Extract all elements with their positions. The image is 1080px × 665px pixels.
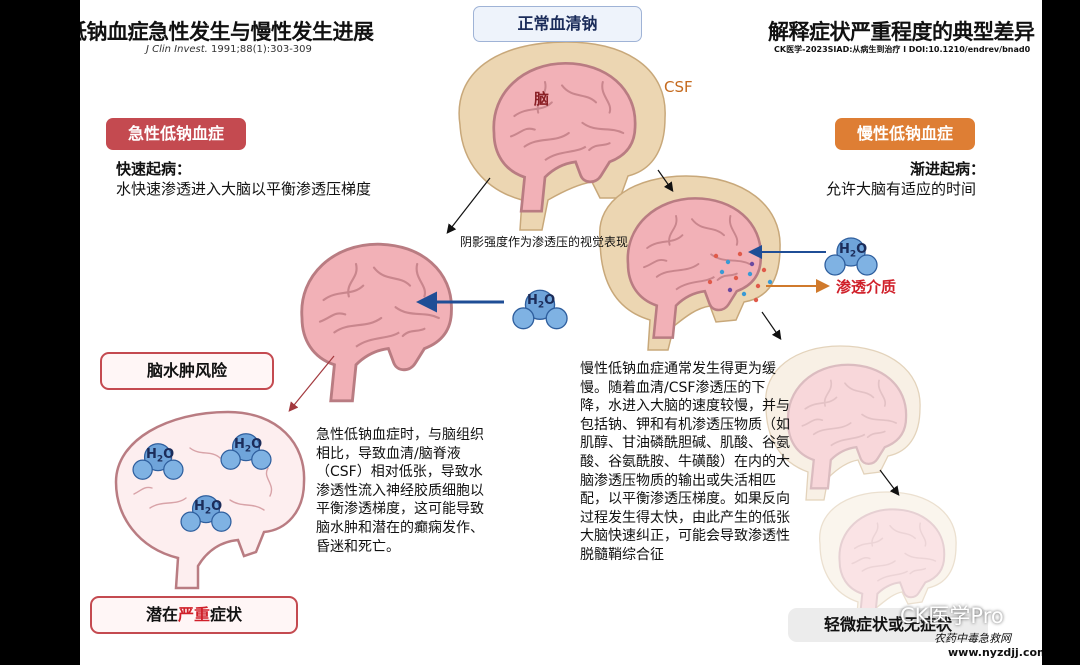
arrow-to-recovered	[879, 469, 900, 496]
h2o-label-edema-3: H2O	[194, 499, 223, 517]
arrow-to-adapted	[761, 311, 782, 340]
h2o-label-edema-1: H2O	[146, 447, 175, 465]
acute-brain	[300, 242, 454, 403]
recovered-brain	[819, 491, 957, 627]
acute-explanation: 急性低钠血症时，与脑组织相比，导致血清/脑脊液（CSF）相对低张，导致水渗透性流…	[316, 427, 484, 555]
title-left: 低钠血症急性发生与慢性发生进展	[80, 20, 374, 44]
normal-brain	[458, 41, 666, 231]
reference-right: CK医学-2023SIAD:从病生到治疗 l DOI:10.1210/endre…	[774, 45, 1031, 54]
h2o-label-acute: H2O	[527, 293, 556, 311]
edema-risk-box: 脑水肿风险	[100, 352, 274, 390]
slide: H2O H2O H2O H2O H2O 低钠血症急性发生与慢性发生进展 J Cl…	[80, 0, 1042, 665]
chronic-explanation: 慢性低钠血症通常发生得更为缓慢。随着血清/CSF渗透压的下降，水进入大脑的速度较…	[580, 361, 790, 563]
chronic-hyponatremia-box: 慢性低钠血症	[835, 118, 975, 150]
h2o-label-edema-2: H2O	[234, 437, 263, 455]
diagram-graphics	[114, 41, 957, 627]
watermark-site-cn: 农药中毒急救网	[934, 632, 1011, 645]
arrow-to-acute	[446, 177, 491, 234]
shading-caption: 阴影强度作为渗透压的视觉表现	[460, 235, 629, 249]
arrow-to-edema	[288, 355, 335, 412]
reference-left: J Clin Invest. 1991;88(1):303-309	[146, 44, 312, 55]
acute-onset-heading: 快速起病：	[116, 160, 192, 178]
acute-onset-text: 水快速渗透进入大脑以平衡渗透压梯度	[116, 180, 372, 198]
severe-symptoms-box: 潜在严重症状	[90, 596, 298, 634]
mild-symptoms-box: 轻微症状或无症状	[788, 608, 988, 642]
watermark-brand: CK医学Pro	[900, 604, 1004, 628]
chronic-onset-heading: 渐进起病：	[910, 160, 986, 178]
watermark-site-url: www.nyzdjj.com	[948, 646, 1042, 659]
csf-label: CSF	[664, 78, 693, 96]
acute-hyponatremia-box: 急性低钠血症	[106, 118, 246, 150]
adapted-brain	[765, 345, 921, 501]
title-right: 解释症状严重程度的典型差异	[768, 20, 1035, 44]
osmolyte-label: 渗透介质	[836, 278, 897, 296]
normal-sodium-box: 正常血清钠	[473, 6, 642, 42]
brain-label: 脑	[534, 90, 550, 108]
chronic-onset-text: 允许大脑有适应的时间	[826, 180, 977, 198]
h2o-label-chronic: H2O	[839, 242, 868, 260]
chronic-brain	[599, 175, 781, 351]
arrow-to-chronic	[657, 169, 674, 192]
